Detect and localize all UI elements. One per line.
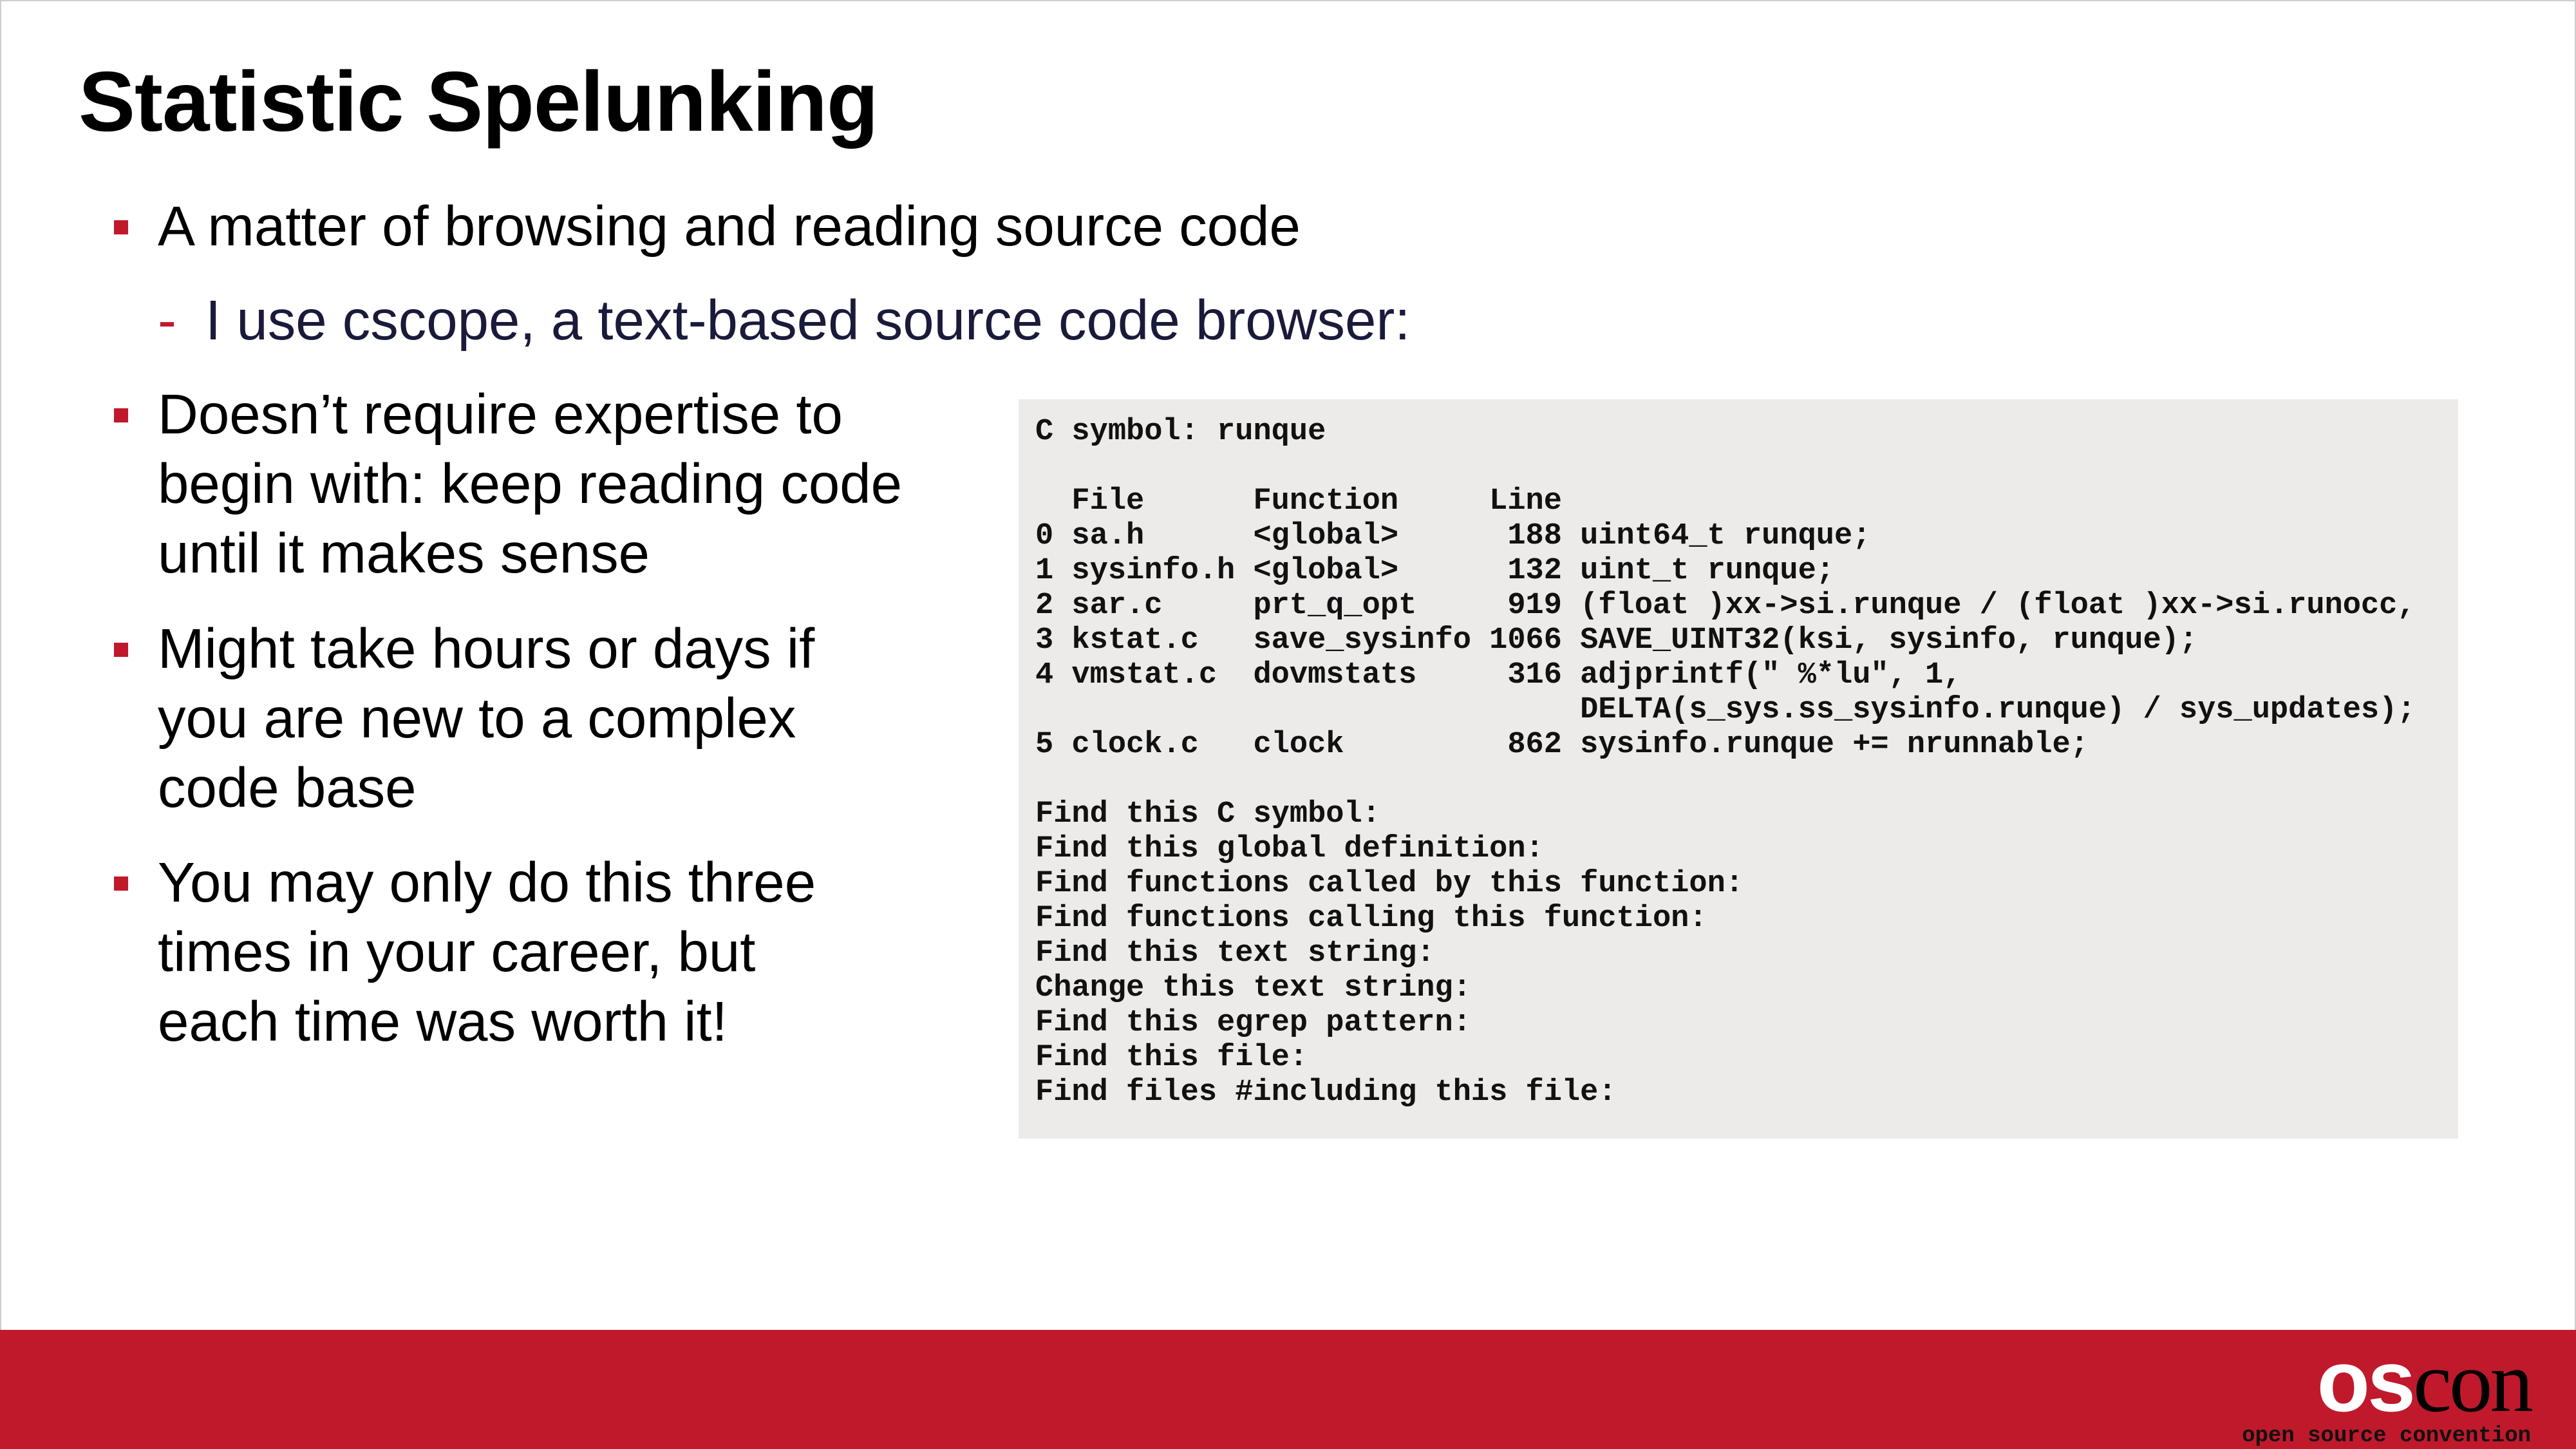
oscon-logo: oscon open source convention [2242,1338,2534,1448]
logo-tagline: open source convention [2242,1424,2531,1448]
bullet-square-icon [114,408,128,422]
bullet-1: A matter of browsing and reading source … [114,192,1301,261]
bullet-line: you are new to a complex [158,687,796,750]
bullet-text: A matter of browsing and reading source … [158,195,1301,258]
bullet-line: Doesn’t require expertise to [158,383,843,446]
bullet-square-icon [114,643,128,657]
bullet-2: Doesn’t require expertise to begin with:… [114,380,902,589]
sub-bullet-1: - I use cscope, a text-based source code… [158,286,1411,355]
bullet-line: You may only do this three [158,851,816,914]
footer-bar: oscon open source convention [0,1330,2576,1449]
bullet-line: until it makes sense [158,522,650,585]
bullet-line: code base [158,757,417,819]
cscope-code-block: C symbol: runque File Function Line 0 sa… [1019,399,2458,1139]
sub-bullet-text: I use cscope, a text-based source code b… [205,289,1411,352]
slide-title: Statistic Spelunking [79,54,879,149]
bullet-square-icon [114,220,128,234]
bullet-line: begin with: keep reading code [158,453,902,515]
bullet-3: Might take hours or days if you are new … [114,614,815,823]
bullet-line: times in your career, but [158,921,756,983]
bullet-square-icon [114,876,128,891]
cscope-output: C symbol: runque File Function Line 0 sa… [1035,415,2416,1110]
logo-con: con [2413,1334,2534,1430]
logo-os: os [2317,1332,2416,1430]
dash-icon: - [158,289,176,352]
bullet-line: each time was worth it! [158,990,728,1053]
bullet-4: You may only do this three times in your… [114,848,816,1057]
bullet-line: Might take hours or days if [158,618,815,680]
